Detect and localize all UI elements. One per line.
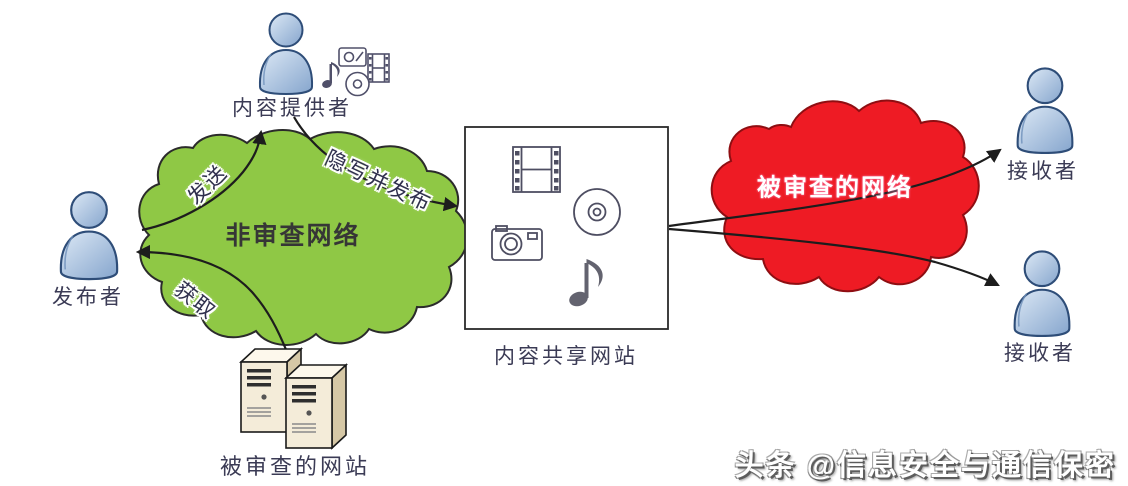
sharing-site-box bbox=[464, 126, 669, 330]
music-note-icon bbox=[569, 259, 603, 307]
toutiao-watermark: 头条 @信息安全与通信保密 bbox=[734, 450, 1116, 482]
content-provider-person-icon bbox=[258, 12, 314, 95]
film-strip-icon bbox=[512, 146, 561, 193]
content-provider-label: 内容提供者 bbox=[232, 96, 352, 120]
stego-publish-arrow bbox=[293, 116, 459, 212]
receiver-bottom-label: 接收者 bbox=[1004, 341, 1076, 365]
cd-icon bbox=[573, 188, 621, 236]
send-arrow bbox=[141, 129, 267, 232]
sharing-site-label: 内容共享网站 bbox=[494, 344, 638, 368]
uncensored-network-cloud bbox=[138, 128, 469, 346]
receiver-bottom-person-icon bbox=[1013, 250, 1071, 338]
camera-icon bbox=[491, 225, 543, 261]
cd-icon bbox=[345, 71, 370, 97]
camera-icon bbox=[338, 47, 367, 67]
censored-network-label: 被审查的网络 bbox=[757, 175, 913, 202]
music-note-icon bbox=[322, 62, 340, 88]
publisher-label: 发布者 bbox=[52, 285, 124, 309]
receiver-top-person-icon bbox=[1016, 67, 1074, 154]
publisher-person-icon bbox=[59, 191, 119, 281]
film-strip-icon bbox=[367, 53, 390, 83]
uncensored-network-label: 非审查网络 bbox=[225, 223, 361, 250]
to-receiver-bottom-arrow bbox=[668, 227, 1000, 286]
server-icon bbox=[285, 364, 347, 449]
to-receiver-top-arrow bbox=[668, 148, 1002, 228]
censored-network-cloud bbox=[710, 99, 980, 293]
censored-site-label: 被审查的网站 bbox=[219, 454, 371, 479]
receiver-top-label: 接收者 bbox=[1007, 159, 1079, 183]
fetch-arrow bbox=[135, 244, 289, 353]
